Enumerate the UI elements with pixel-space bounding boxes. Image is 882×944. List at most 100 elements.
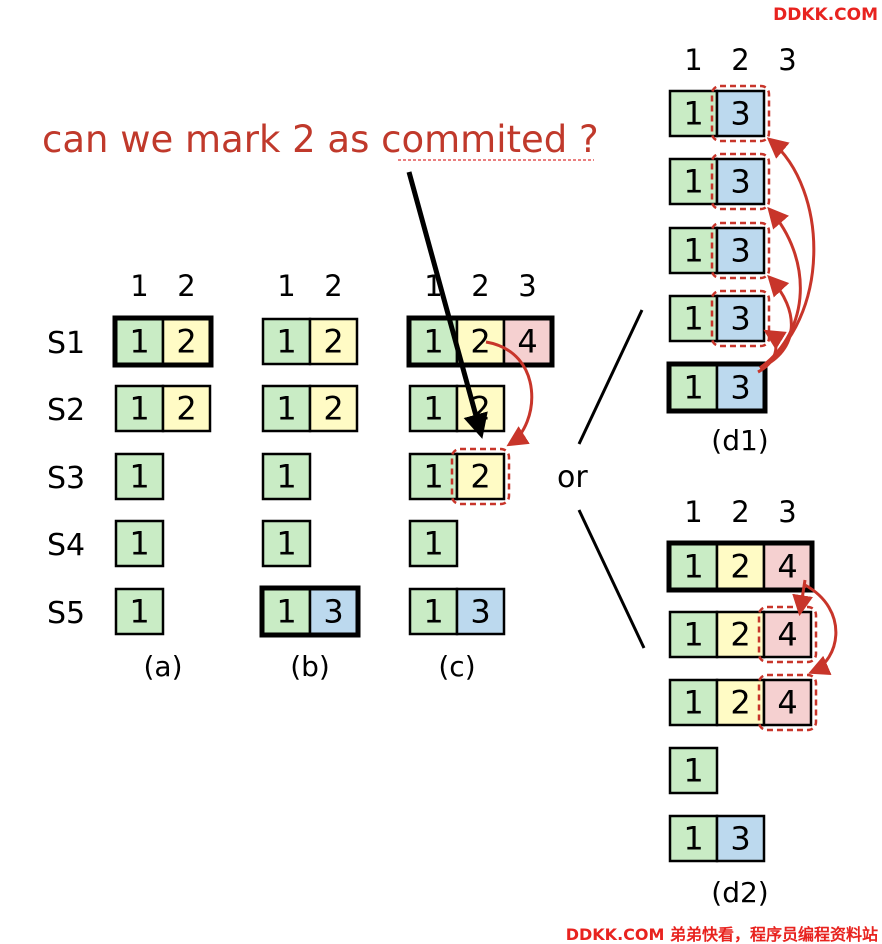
replicated-entry-highlight xyxy=(710,221,771,280)
log-entry-cell xyxy=(161,384,212,433)
log-row: 1 xyxy=(408,519,459,568)
log-entry-term: 3 xyxy=(730,95,750,133)
question-text: can we mark 2 as commited ? xyxy=(42,118,599,161)
log-entry-cell xyxy=(668,226,719,275)
log-entry-term: 3 xyxy=(730,232,750,270)
log-entry-term: 4 xyxy=(517,323,537,361)
replication-arrow xyxy=(757,329,787,374)
log-entry-term: 4 xyxy=(777,684,797,722)
log-entry-cell xyxy=(308,587,359,636)
log-entry-term: 1 xyxy=(276,458,296,496)
log-row: 1 xyxy=(261,452,312,501)
log-entry-cell xyxy=(668,157,719,206)
log-entry-term: 3 xyxy=(730,163,750,201)
log-entry-cell xyxy=(762,678,813,727)
panel-caption: (a) xyxy=(143,650,182,683)
log-entry-term: 3 xyxy=(470,593,490,631)
log-entry-term: 1 xyxy=(129,390,149,428)
branch-line-lower xyxy=(577,509,646,649)
log-entry-term: 2 xyxy=(730,548,750,586)
log-entry-cell xyxy=(715,226,766,275)
replicated-entry-highlight xyxy=(710,84,771,143)
log-entry-cell xyxy=(114,452,165,501)
replication-arrow xyxy=(792,579,813,617)
replicated-entry-highlight xyxy=(450,447,511,506)
server-label: S5 xyxy=(47,596,85,631)
leader-outline xyxy=(666,540,815,593)
log-index-label: 1 xyxy=(684,43,702,77)
leader-outline xyxy=(112,315,214,368)
log-entry-term: 1 xyxy=(683,752,703,790)
watermark-top: DDKK.COM xyxy=(773,5,878,25)
log-entry-term: 2 xyxy=(730,684,750,722)
log-entry-term: 1 xyxy=(129,525,149,563)
panel-caption: (b) xyxy=(290,650,330,683)
log-entry-term: 2 xyxy=(176,390,196,428)
server-label: S2 xyxy=(47,393,85,428)
replication-arrow xyxy=(804,583,838,676)
log-entry-cell xyxy=(715,678,766,727)
log-entry-cell xyxy=(408,452,459,501)
replicated-entry-highlight xyxy=(757,605,818,664)
replicated-entry-highlight xyxy=(710,289,771,348)
branch-line-upper xyxy=(577,309,644,445)
log-entry-term: 2 xyxy=(470,458,490,496)
log-entry-term: 1 xyxy=(423,458,443,496)
watermark-bottom: DDKK.COM 弟弟快看，程序员编程资料站 xyxy=(566,925,878,944)
log-entry-cell xyxy=(114,384,165,433)
log-entry-term: 1 xyxy=(423,390,443,428)
log-row: 1 xyxy=(114,519,165,568)
log-entry-term: 1 xyxy=(683,616,703,654)
log-entry-cell xyxy=(408,519,459,568)
log-index-label: 2 xyxy=(731,495,749,529)
log-entry-term: 4 xyxy=(777,616,797,654)
log-entry-term: 1 xyxy=(683,163,703,201)
replication-arrows xyxy=(485,137,838,676)
log-entry-term: 1 xyxy=(683,300,703,338)
or-label: or xyxy=(557,460,588,495)
leader-outline xyxy=(406,315,555,368)
log-entry-term: 1 xyxy=(683,548,703,586)
server-label: S1 xyxy=(47,326,85,361)
log-entry-term: 1 xyxy=(423,323,443,361)
log-entry-term: 1 xyxy=(683,684,703,722)
log-entry-term: 1 xyxy=(683,95,703,133)
log-entry-cell xyxy=(762,610,813,659)
log-entry-term: 3 xyxy=(730,369,750,407)
log-entry-cell xyxy=(261,317,312,366)
log-entry-term: 2 xyxy=(176,323,196,361)
leader-outline xyxy=(666,361,768,414)
log-entry-term: 1 xyxy=(276,390,296,428)
server-labels: S1 S2 S3 S4 S5 xyxy=(47,326,85,631)
log-entry-term: 2 xyxy=(730,616,750,654)
log-index-label: 2 xyxy=(471,269,489,303)
log-row: 1 xyxy=(668,746,719,795)
log-entry-cell xyxy=(261,519,312,568)
log-entry-cell xyxy=(715,157,766,206)
log-entry-term: 1 xyxy=(129,323,149,361)
pointer-arrow xyxy=(406,171,488,439)
log-row: 1 xyxy=(114,452,165,501)
replication-arrow xyxy=(485,340,534,447)
panel-caption: (d2) xyxy=(711,876,768,909)
log-entry-term: 4 xyxy=(777,548,797,586)
server-label: S3 xyxy=(47,461,85,496)
log-index-label: 2 xyxy=(177,269,195,303)
log-entry-term: 3 xyxy=(730,820,750,858)
log-entry-cell xyxy=(455,452,506,501)
log-entry-term: 2 xyxy=(323,323,343,361)
